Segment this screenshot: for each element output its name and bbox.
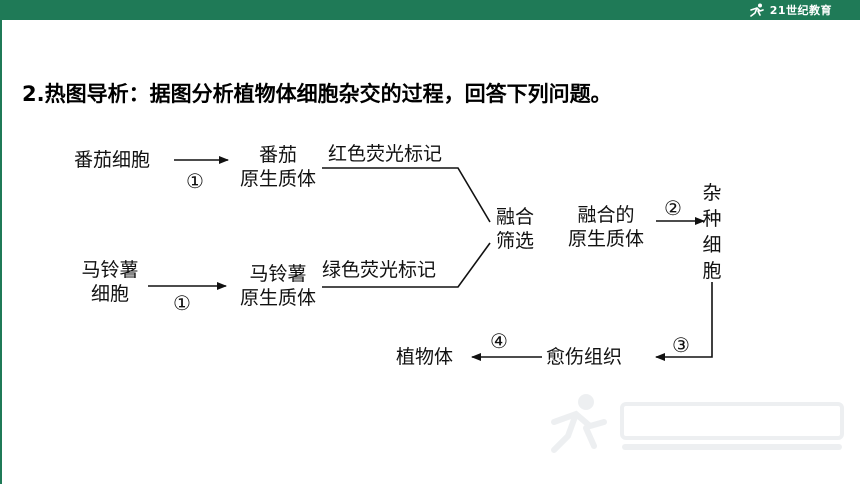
potato-protoplast-line2: 原生质体 bbox=[239, 287, 316, 309]
potato-cell-label: 马铃薯 细胞 bbox=[72, 258, 148, 306]
plant-label: 植物体 bbox=[396, 346, 454, 368]
step-3-label: ③ bbox=[672, 333, 690, 357]
step-1-top-label: ① bbox=[186, 169, 204, 193]
left-border bbox=[0, 20, 2, 484]
line-red-to-fusion bbox=[322, 167, 491, 223]
top-bar bbox=[0, 0, 860, 20]
line-green-to-fusion bbox=[322, 242, 491, 288]
fusion-screening-label: 融合 筛选 bbox=[490, 205, 540, 253]
logo-text: 21世纪教育 bbox=[769, 4, 832, 17]
tomato-protoplast-label: 番茄 原生质体 bbox=[228, 143, 328, 191]
tomato-cell-label: 番茄细胞 bbox=[74, 149, 151, 171]
step-1-bottom-label: ① bbox=[173, 291, 191, 315]
question-title: 2.热图导析：据图分析植物体细胞杂交的过程，回答下列问题。 bbox=[22, 82, 612, 106]
arrow-hybrid-to-callus bbox=[655, 282, 713, 361]
tomato-protoplast-line1: 番茄 bbox=[258, 144, 297, 166]
potato-cell-line1: 马铃薯 bbox=[81, 259, 139, 281]
fused-line1: 融合的 bbox=[577, 204, 635, 226]
brand-logo: 21世纪教育 bbox=[748, 2, 832, 18]
step-2-label: ② bbox=[664, 196, 682, 220]
red-fluorescent-label: 红色荧光标记 bbox=[328, 143, 443, 165]
tomato-protoplast-line2: 原生质体 bbox=[239, 168, 316, 190]
fusion-line1: 融合 bbox=[495, 206, 534, 228]
potato-cell-line2: 细胞 bbox=[90, 283, 129, 305]
watermark-logo bbox=[551, 394, 844, 453]
callus-label: 愈伤组织 bbox=[546, 346, 623, 368]
potato-protoplast-line1: 马铃薯 bbox=[249, 263, 307, 285]
hybrid-cell-label: 杂种细胞 bbox=[702, 182, 722, 282]
runner-icon bbox=[749, 3, 764, 17]
fused-protoplast-label: 融合的 原生质体 bbox=[556, 203, 656, 251]
potato-protoplast-label: 马铃薯 原生质体 bbox=[228, 262, 328, 310]
step-4-label: ④ bbox=[490, 329, 508, 353]
green-fluorescent-label: 绿色荧光标记 bbox=[322, 259, 437, 281]
fused-line2: 原生质体 bbox=[567, 228, 644, 250]
fusion-line2: 筛选 bbox=[495, 230, 534, 252]
